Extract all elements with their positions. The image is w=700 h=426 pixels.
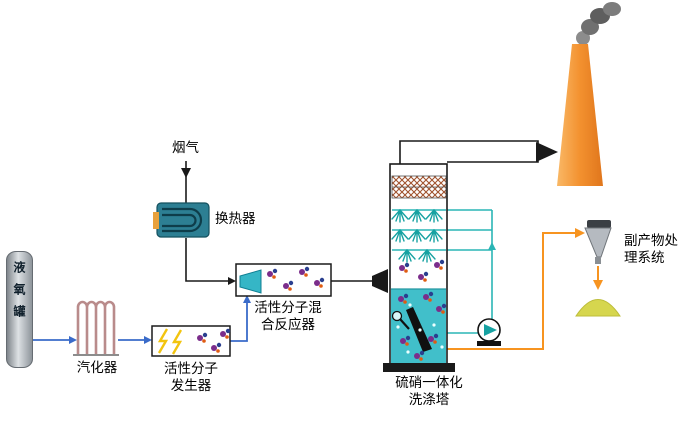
vaporizer-label: 汽化器 xyxy=(76,360,118,376)
molecule-generator xyxy=(151,325,231,357)
oxygen-line xyxy=(31,303,248,342)
flue-duct xyxy=(399,140,558,164)
generator-label: 活性分子 发生器 xyxy=(164,361,218,394)
scrubber-tower xyxy=(383,163,455,372)
tank-label: 液氧罐 xyxy=(12,261,26,327)
bubble-icons xyxy=(396,303,444,354)
mixing-reactor xyxy=(235,263,332,297)
byproduct-pile xyxy=(575,299,621,317)
heat-exchanger xyxy=(153,202,210,238)
byproduct-arrows xyxy=(575,228,603,290)
heat-exchanger-inlet xyxy=(153,212,159,229)
cyclone-separator xyxy=(584,220,612,264)
chimney xyxy=(557,44,603,186)
venturi-cone xyxy=(239,269,262,294)
tower-inlet-nozzle xyxy=(372,269,388,293)
flue-gas-arrows xyxy=(181,168,388,293)
flue-gas-label: 烟气 xyxy=(172,140,199,156)
sparger-icon xyxy=(391,310,403,322)
liquid-oxygen-tank: 液氧罐 xyxy=(6,251,33,368)
heat-exchanger-label: 换热器 xyxy=(215,211,256,227)
byproduct-label: 副产物处 理系统 xyxy=(624,233,678,266)
circulation-arrow-icon xyxy=(488,242,496,250)
tower-label: 硫硝一体化 洗涤塔 xyxy=(395,375,463,408)
oxygen-line-arrows xyxy=(69,295,251,344)
spray-headers xyxy=(392,209,446,251)
flow-arrow-icon xyxy=(536,142,558,162)
reactor-label: 活性分子混 合反应器 xyxy=(254,300,322,333)
pump-icon xyxy=(477,318,501,346)
vaporizer xyxy=(73,300,119,356)
byproduct-line xyxy=(447,232,599,350)
tower-base xyxy=(383,363,455,372)
smoke-icon xyxy=(576,2,621,45)
